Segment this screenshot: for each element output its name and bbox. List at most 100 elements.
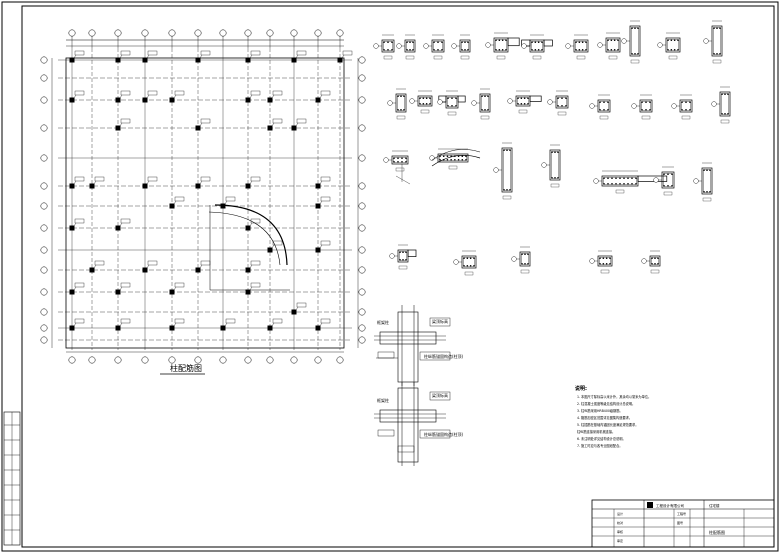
axis-bubble-right (358, 336, 366, 344)
rebar (607, 109, 609, 111)
rebar (441, 41, 443, 43)
rebar (654, 263, 656, 265)
column (69, 183, 75, 189)
column-tag-leader (199, 180, 203, 185)
rebar (400, 109, 402, 111)
axis-bubble-left (40, 124, 48, 132)
column-tag (147, 50, 158, 56)
section-axis-bubble (565, 43, 571, 49)
rebar (557, 177, 559, 179)
rebar (465, 155, 467, 157)
column-tag (272, 240, 283, 246)
section-leg (407, 249, 417, 257)
rebar (498, 49, 501, 51)
column-section (631, 94, 653, 120)
column-tag-leader (93, 180, 97, 185)
rebar (455, 105, 457, 107)
rebar (501, 39, 504, 41)
axis-bubble-left (40, 182, 48, 190)
rebar (623, 183, 625, 185)
detail-b-label: 柱纵筋锚固构造(柱顶) (424, 431, 464, 437)
stirrup (393, 157, 407, 163)
rebar (481, 95, 483, 97)
column-tag-leader (249, 180, 253, 185)
rebar (464, 41, 466, 43)
section-tag (550, 183, 560, 188)
rebar (670, 49, 673, 51)
section-tag (615, 189, 625, 194)
rebar (651, 263, 653, 265)
column (245, 183, 251, 189)
rebar (557, 151, 559, 153)
column-section (471, 88, 491, 120)
column (267, 125, 273, 131)
column-tag (296, 118, 307, 124)
section-axis-bubble (453, 259, 459, 265)
rebar (524, 253, 526, 255)
column-section (521, 34, 553, 60)
column-tag (272, 90, 283, 96)
column-tag (250, 176, 261, 182)
rebar (585, 41, 587, 43)
curved-beam-line (214, 204, 288, 266)
rebar (611, 183, 613, 185)
stirrup (495, 39, 507, 51)
rebar (397, 109, 399, 111)
rebar (422, 97, 425, 99)
rebar (520, 103, 523, 105)
rebar (429, 97, 431, 99)
axis-bubble-right (358, 74, 366, 82)
rebar (473, 265, 475, 267)
section-axis-bubble (387, 100, 393, 106)
column-tag (74, 90, 85, 96)
rebar (422, 103, 425, 105)
rebar (467, 49, 469, 51)
section-tag (702, 197, 712, 202)
rebar (677, 49, 679, 51)
column (267, 97, 273, 103)
rebar (578, 49, 581, 51)
rebar (527, 97, 529, 99)
rebar (437, 49, 439, 51)
column (69, 325, 75, 331)
column-section (657, 32, 681, 60)
section-tag (600, 269, 610, 274)
axis-bubble-right (358, 182, 366, 190)
rebar (465, 159, 467, 161)
section-tag (398, 265, 408, 270)
section-axis-bubble (389, 253, 395, 259)
section-axis-bubble (471, 100, 477, 106)
rebar (391, 41, 393, 43)
stirrup (607, 39, 619, 51)
tb-field: 工程号 (677, 511, 686, 516)
rebar (451, 105, 453, 107)
rebar (527, 103, 529, 105)
section-tag (502, 195, 512, 200)
rebar (599, 101, 601, 103)
section-axis-bubble (641, 258, 647, 264)
column (245, 225, 251, 231)
rebar (409, 49, 411, 51)
column-tag-leader (173, 322, 177, 327)
column-tag (94, 176, 105, 182)
rebar (451, 97, 453, 99)
rebar (541, 41, 543, 43)
rebar (603, 177, 605, 179)
column-tag (250, 50, 261, 56)
rebar (521, 263, 523, 265)
rebar (619, 177, 621, 179)
section-tag (557, 111, 567, 116)
section-tag (641, 115, 651, 120)
rebar (541, 49, 543, 51)
rebar (673, 49, 676, 51)
plan-title: 柱配筋图 (170, 363, 202, 373)
drawing-name: 柱配筋图 (709, 529, 725, 535)
rebar (405, 161, 407, 163)
column-tag (74, 176, 85, 182)
rebar (713, 27, 715, 30)
rebar (405, 251, 407, 253)
section-tag (532, 55, 542, 60)
column-section (437, 90, 466, 116)
rebar (447, 105, 449, 107)
